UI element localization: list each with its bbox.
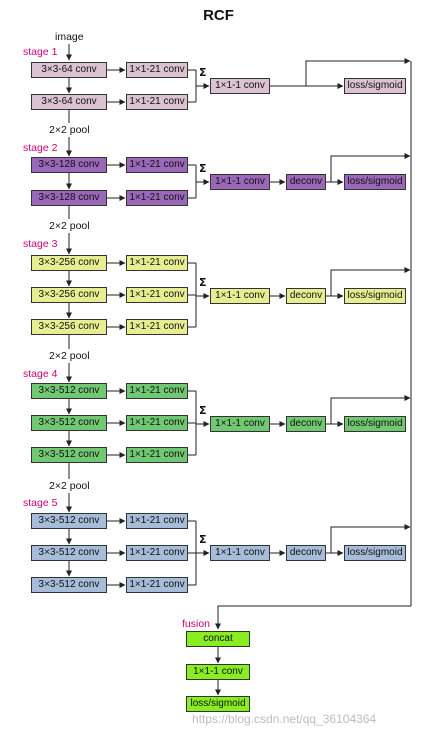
stage1-conv-1: 3×3-64 conv xyxy=(31,62,107,78)
stage4-side-conv-2: 1×1-21 conv xyxy=(126,415,188,431)
sum-symbol-stage-1: Σ xyxy=(199,66,207,79)
stage4-side-conv-1: 1×1-21 conv xyxy=(126,383,188,399)
stage5-conv-3: 3×3-512 conv xyxy=(31,577,107,593)
stage4-side-conv-3: 1×1-21 conv xyxy=(126,447,188,463)
fusion-step-3: loss/sigmoid xyxy=(186,696,250,712)
stage4-fuse-conv: 1×1-1 conv xyxy=(210,416,270,432)
stage3-fuse-conv: 1×1-1 conv xyxy=(210,288,270,304)
stage1-conv-2: 3×3-64 conv xyxy=(31,94,107,110)
sum-symbol-stage-3: Σ xyxy=(199,276,207,289)
stage2-loss: loss/sigmoid xyxy=(344,174,406,190)
sum-symbol-stage-2: Σ xyxy=(199,162,207,175)
stage3-conv-1: 3×3-256 conv xyxy=(31,255,107,271)
stage-label-2: stage 2 xyxy=(23,142,58,154)
stage5-side-conv-2: 1×1-21 conv xyxy=(126,545,188,561)
pool-label-3: 2×2 pool xyxy=(49,350,90,362)
stage3-conv-2: 3×3-256 conv xyxy=(31,287,107,303)
sum-symbol-stage-5: Σ xyxy=(199,533,207,546)
stage2-side-conv-2: 1×1-21 conv xyxy=(126,190,188,206)
stage3-loss: loss/sigmoid xyxy=(344,288,406,304)
stage-label-5: stage 5 xyxy=(23,497,58,509)
stage5-conv-2: 3×3-512 conv xyxy=(31,545,107,561)
stage4-deconv: deconv xyxy=(286,416,326,432)
stage3-side-conv-3: 1×1-21 conv xyxy=(126,319,188,335)
input-label: image xyxy=(55,31,84,43)
pool-label-4: 2×2 pool xyxy=(49,480,90,492)
watermark: https://blog.csdn.net/qq_36104364 xyxy=(192,712,377,726)
stage5-conv-1: 3×3-512 conv xyxy=(31,513,107,529)
to-fusion-bus-arrow xyxy=(330,395,411,424)
stage2-deconv: deconv xyxy=(286,174,326,190)
sum-symbol-stage-4: Σ xyxy=(199,404,207,417)
to-fusion-bus-arrow xyxy=(330,524,411,553)
stage-label-4: stage 4 xyxy=(23,368,58,380)
stage4-conv-2: 3×3-512 conv xyxy=(31,415,107,431)
bus-to-concat-arrow xyxy=(215,605,411,630)
to-fusion-bus-arrow xyxy=(330,267,411,296)
fusion-label: fusion xyxy=(182,618,211,630)
stage3-side-conv-2: 1×1-21 conv xyxy=(126,287,188,303)
stage2-side-conv-1: 1×1-21 conv xyxy=(126,157,188,173)
stage4-conv-1: 3×3-512 conv xyxy=(31,383,107,399)
stage3-deconv: deconv xyxy=(286,288,326,304)
pool-label-1: 2×2 pool xyxy=(49,124,90,136)
stage-label-1: stage 1 xyxy=(23,46,58,58)
pool-label-2: 2×2 pool xyxy=(49,220,90,232)
stage5-fuse-conv: 1×1-1 conv xyxy=(210,545,270,561)
stage1-loss: loss/sigmoid xyxy=(344,78,406,94)
stage-label-3: stage 3 xyxy=(23,238,58,250)
fusion-step-2: 1×1-1 conv xyxy=(186,664,250,680)
stage4-conv-3: 3×3-512 conv xyxy=(31,447,107,463)
diagram-title: RCF xyxy=(203,7,234,24)
stage1-fuse-conv: 1×1-1 conv xyxy=(210,78,270,94)
stage5-deconv: deconv xyxy=(286,545,326,561)
to-fusion-bus-arrow xyxy=(330,153,411,182)
stage1-side-conv-2: 1×1-21 conv xyxy=(126,94,188,110)
stage3-side-conv-1: 1×1-21 conv xyxy=(126,255,188,271)
stage1-side-conv-1: 1×1-21 conv xyxy=(126,62,188,78)
stage5-side-conv-3: 1×1-21 conv xyxy=(126,577,188,593)
to-fusion-bus-arrow xyxy=(305,58,411,86)
stage3-conv-3: 3×3-256 conv xyxy=(31,319,107,335)
stage2-conv-1: 3×3-128 conv xyxy=(31,157,107,173)
stage4-loss: loss/sigmoid xyxy=(344,416,406,432)
stage2-fuse-conv: 1×1-1 conv xyxy=(210,174,270,190)
stage2-conv-2: 3×3-128 conv xyxy=(31,190,107,206)
fusion-step-1: concat xyxy=(186,631,250,647)
stage5-side-conv-1: 1×1-21 conv xyxy=(126,513,188,529)
stage5-loss: loss/sigmoid xyxy=(344,545,406,561)
